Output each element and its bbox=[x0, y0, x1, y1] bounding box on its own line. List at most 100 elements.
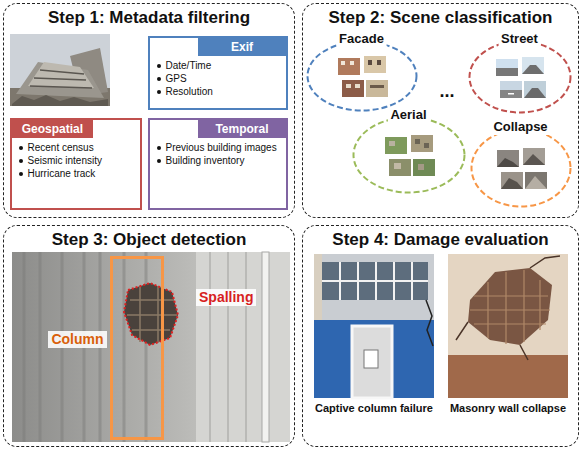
damage-photo bbox=[456, 256, 560, 360]
scene-thumbnail bbox=[524, 88, 546, 98]
bullet-item: Building inventory bbox=[154, 154, 284, 167]
damage-photo bbox=[448, 355, 568, 398]
scene-thumbnail bbox=[418, 164, 424, 170]
damage-photo bbox=[448, 254, 568, 398]
photo-caption: Masonry wall collapse bbox=[448, 402, 568, 415]
metadata-box: GeospatialRecent censusSeismic intensity… bbox=[10, 118, 142, 210]
bullet-item: Date/Time bbox=[154, 59, 284, 72]
scene-thumbnail bbox=[368, 60, 372, 65]
metadata-box: TemporalPrevious building imagesBuilding… bbox=[148, 118, 288, 210]
step-heading: Step 1: Metadata filtering bbox=[4, 8, 294, 28]
cluster-outline bbox=[353, 117, 464, 192]
cluster-outline bbox=[470, 128, 572, 208]
scene-thumbnail bbox=[524, 81, 546, 98]
scene-thumbnail bbox=[501, 172, 523, 189]
damage-photo bbox=[470, 270, 550, 344]
cluster-outline bbox=[468, 40, 572, 114]
scene-thumbnail bbox=[342, 80, 364, 97]
scene-thumbnail bbox=[496, 59, 518, 76]
scene-thumbnail bbox=[338, 58, 360, 75]
detection-label: Spalling bbox=[196, 289, 256, 306]
damage-photo bbox=[352, 326, 392, 398]
column-photo bbox=[196, 252, 290, 442]
step-panel: Step 2: Scene classificationFacadeStreet… bbox=[302, 3, 579, 218]
building-photo bbox=[30, 70, 92, 88]
scene-label: Street bbox=[498, 31, 541, 47]
scene-thumbnail bbox=[364, 56, 386, 73]
scene-thumbnail bbox=[496, 68, 518, 76]
step-heading: Step 4: Damage evaluation bbox=[303, 230, 578, 250]
scene-thumbnail bbox=[389, 159, 411, 176]
damage-photo bbox=[322, 262, 428, 300]
column-photo bbox=[262, 252, 269, 442]
damage-photo bbox=[364, 350, 378, 368]
cluster-outline bbox=[469, 41, 570, 112]
scene-cluster: Facade bbox=[306, 40, 418, 112]
cluster-outline bbox=[306, 40, 418, 112]
photo-caption: Captive column failure bbox=[314, 402, 434, 415]
building-photo bbox=[10, 34, 110, 106]
scene-thumbnail bbox=[424, 143, 429, 148]
building-photo bbox=[28, 62, 94, 88]
category-tab: Geospatial bbox=[12, 120, 94, 138]
scene-thumbnail bbox=[370, 85, 384, 88]
column-photo bbox=[124, 283, 178, 345]
scene-thumbnail bbox=[377, 60, 381, 65]
ellipsis-mark: ... bbox=[430, 82, 464, 100]
scene-thumbnail bbox=[394, 163, 401, 169]
scene-thumbnail bbox=[525, 172, 547, 189]
scene-thumbnail bbox=[525, 176, 547, 189]
scene-label: Collapse bbox=[490, 119, 550, 135]
scene-thumbnail bbox=[355, 84, 360, 88]
column-photo bbox=[12, 252, 290, 442]
scene-thumbnail bbox=[346, 84, 351, 88]
step-panel: Step 3: Object detectionColumn bbox=[3, 225, 295, 447]
metadata-box: ExifDate/TimeGPSResolution bbox=[148, 36, 288, 110]
damage-photo bbox=[314, 320, 434, 398]
scene-cluster: Aerial bbox=[352, 116, 466, 194]
building-photo bbox=[16, 62, 104, 98]
scene-cluster: Collapse bbox=[470, 128, 572, 208]
scene-thumbnail bbox=[523, 148, 545, 165]
bullet-item: Seismic intensity bbox=[16, 154, 138, 167]
scene-thumbnail bbox=[523, 154, 545, 165]
scene-thumbnail bbox=[497, 158, 519, 167]
scene-thumbnail bbox=[497, 148, 547, 189]
damage-photo bbox=[448, 254, 568, 355]
damage-photo bbox=[314, 254, 434, 398]
scene-thumbnail bbox=[500, 90, 522, 98]
cluster-outline bbox=[352, 116, 466, 194]
building-photo bbox=[12, 95, 108, 106]
category-tab: Temporal bbox=[198, 120, 285, 138]
detection-box: Column bbox=[110, 256, 164, 440]
damage-photo bbox=[426, 300, 433, 346]
scene-thumbnail bbox=[385, 137, 407, 154]
cluster-outline bbox=[471, 129, 570, 206]
bullet-item: GPS bbox=[154, 72, 284, 85]
category-tab: Exif bbox=[198, 38, 285, 56]
column-photo bbox=[127, 286, 177, 343]
scene-thumbnail bbox=[522, 65, 544, 74]
scene-thumbnail bbox=[522, 57, 544, 74]
cluster-outline bbox=[307, 41, 416, 110]
bullet-item: Resolution bbox=[154, 85, 284, 98]
scene-thumbnail bbox=[411, 135, 433, 152]
building-photo bbox=[10, 34, 110, 106]
column-photo bbox=[210, 252, 246, 442]
column-photo bbox=[124, 283, 178, 345]
bullet-item: Hurricane track bbox=[16, 167, 138, 180]
step-heading: Step 3: Object detection bbox=[4, 230, 294, 250]
scene-thumbnail bbox=[497, 150, 519, 167]
column-photo bbox=[24, 252, 146, 442]
damage-photo bbox=[322, 262, 428, 300]
scene-thumbnail bbox=[338, 56, 388, 97]
detection-label: Column bbox=[48, 331, 106, 348]
scene-thumbnail bbox=[366, 80, 388, 97]
scene-label: Facade bbox=[336, 31, 387, 47]
step-panel: Step 1: Metadata filteringExifDate/TimeG… bbox=[3, 3, 295, 218]
scene-label: Aerial bbox=[387, 107, 429, 123]
scene-thumbnail bbox=[389, 141, 395, 146]
damage-photo bbox=[468, 268, 552, 345]
scene-thumbnail bbox=[501, 178, 523, 189]
